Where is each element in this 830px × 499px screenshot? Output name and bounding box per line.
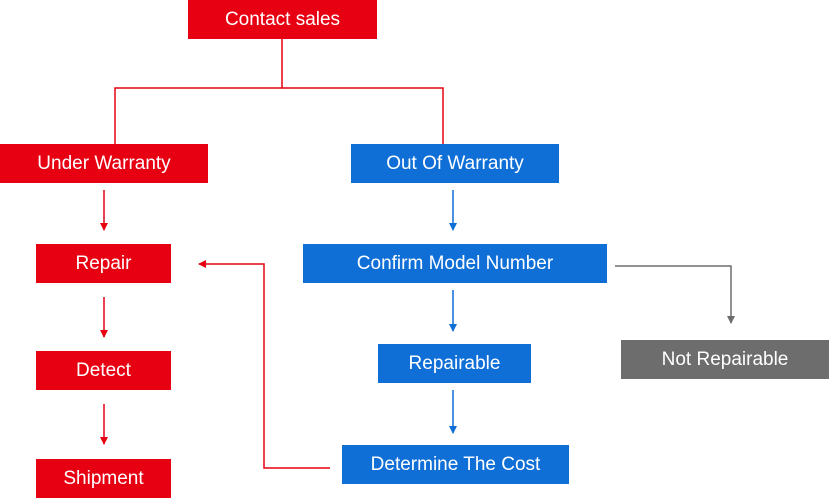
determine-cost-box: Determine The Cost <box>342 445 569 484</box>
confirm-model-number-label: Confirm Model Number <box>356 253 554 274</box>
out-of-warranty-box: Out Of Warranty <box>351 144 559 183</box>
not-repairable-box: Not Repairable <box>621 340 829 379</box>
connector-contact-split <box>114 39 283 144</box>
detect-box: Detect <box>36 351 171 390</box>
detect-label: Detect <box>76 360 131 381</box>
under-warranty-box: Under Warranty <box>0 144 208 183</box>
contact-sales-box: Contact sales <box>188 0 377 39</box>
contact-sales-label: Contact sales <box>224 9 341 30</box>
arrow-confirm-to-not-repairable <box>615 265 735 324</box>
confirm-model-number-box: Confirm Model Number <box>303 244 607 283</box>
under-warranty-label: Under Warranty <box>37 153 171 174</box>
repairable-label: Repairable <box>408 353 501 374</box>
out-of-warranty-label: Out Of Warranty <box>386 153 524 174</box>
repairable-box: Repairable <box>378 344 531 383</box>
determine-cost-label: Determine The Cost <box>370 454 541 475</box>
repair-label: Repair <box>75 253 132 274</box>
repair-box: Repair <box>36 244 171 283</box>
shipment-label: Shipment <box>63 468 144 489</box>
not-repairable-label: Not Repairable <box>661 349 789 370</box>
connector-contact-to-out <box>282 87 444 144</box>
shipment-box: Shipment <box>36 459 171 498</box>
arrow-cost-to-repair <box>198 260 330 469</box>
